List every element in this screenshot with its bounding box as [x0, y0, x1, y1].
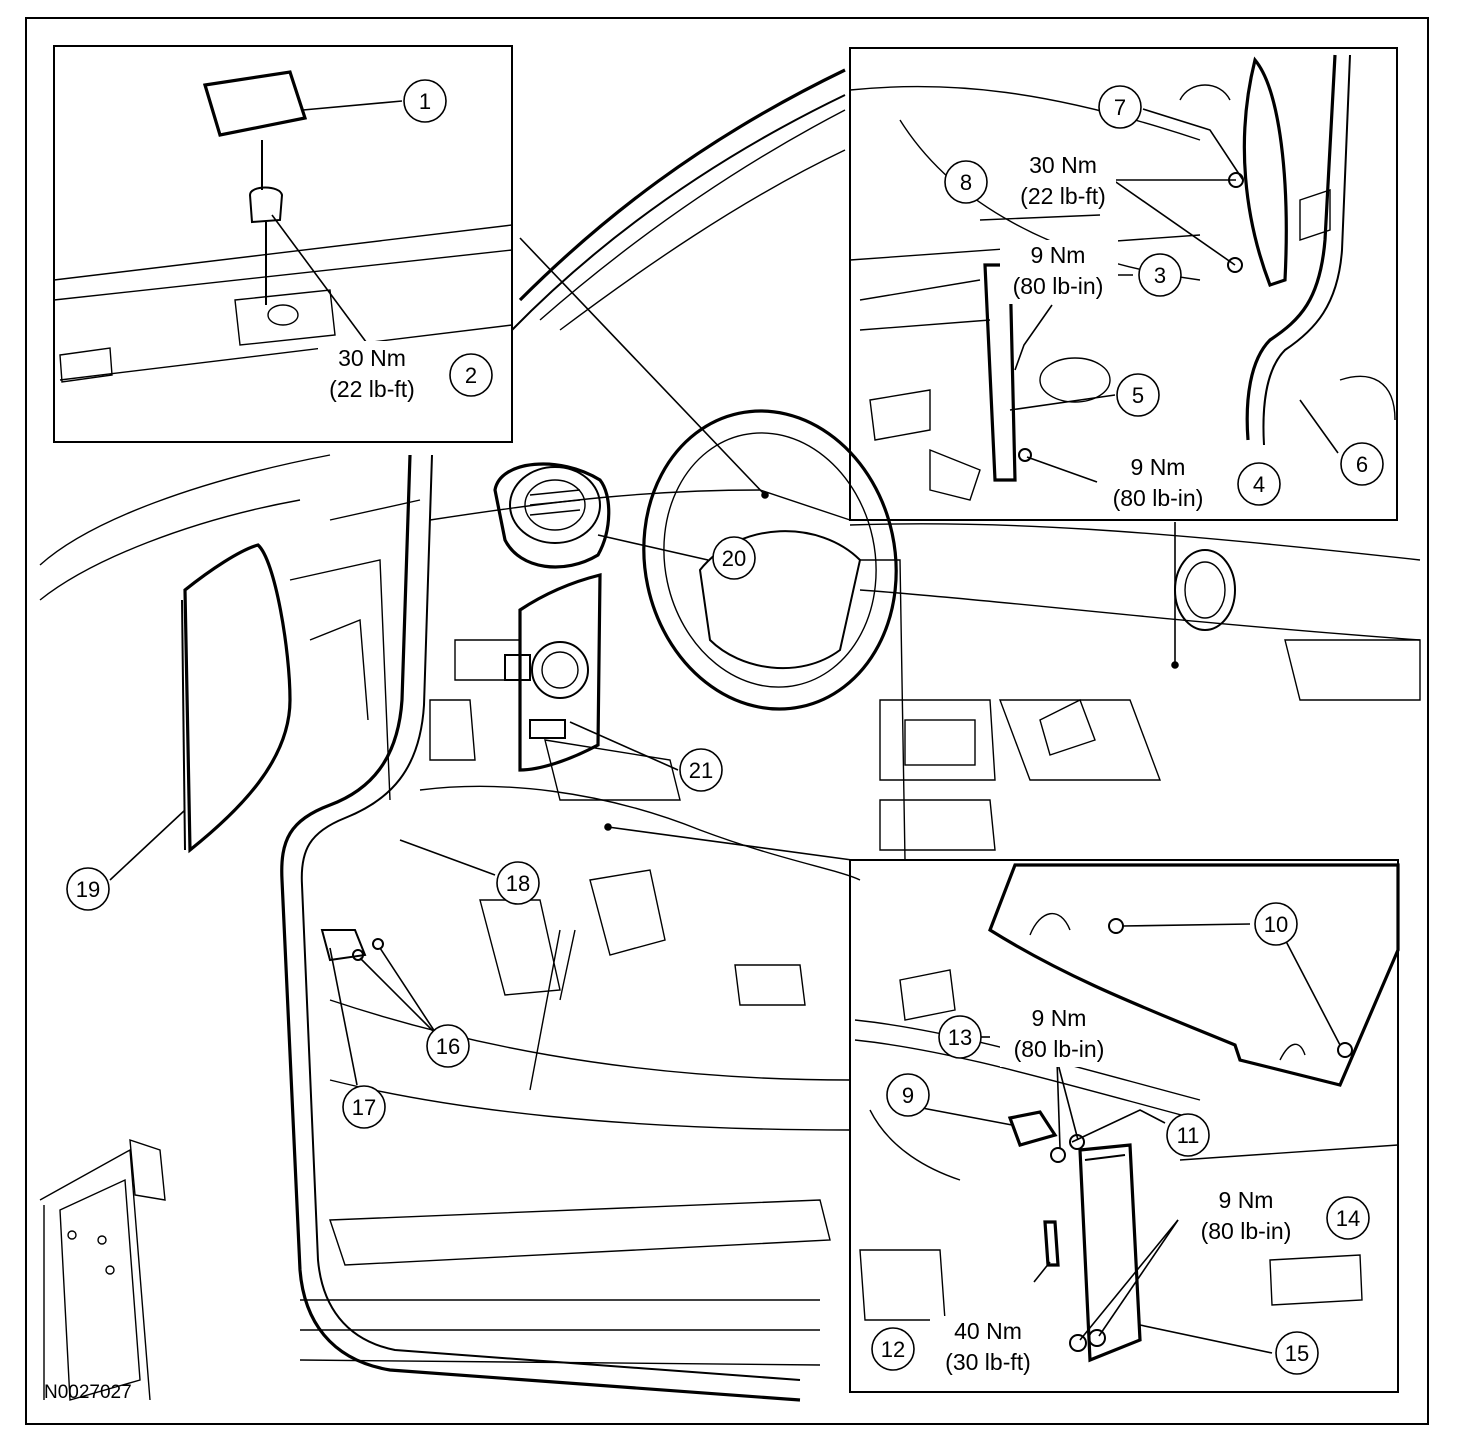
- callout-10: 10: [1254, 902, 1298, 946]
- callout-17: 17: [342, 1085, 386, 1129]
- inset-top-right: [849, 47, 1398, 521]
- svg-text:21: 21: [689, 758, 713, 783]
- part-7-trim: [1242, 56, 1288, 288]
- figure-id: N0027027: [44, 1382, 132, 1403]
- callout-7: 7: [1098, 85, 1142, 129]
- accelerator-pedal: [479, 899, 561, 996]
- svg-text:16: 16: [436, 1034, 460, 1059]
- svg-text:17: 17: [352, 1095, 376, 1120]
- svg-text:5: 5: [1132, 383, 1144, 408]
- svg-text:(80 lb-in): (80 lb-in): [1014, 1036, 1105, 1062]
- svg-text:11: 11: [1177, 1123, 1200, 1148]
- callout-20: 20: [712, 536, 756, 580]
- callout-12: 12: [871, 1327, 915, 1371]
- inset-top-left: [53, 45, 513, 443]
- svg-text:9: 9: [902, 1083, 914, 1108]
- svg-text:(30 lb-ft): (30 lb-ft): [945, 1349, 1031, 1375]
- part-11-glove-box: [988, 863, 1400, 1087]
- outer-border: [25, 17, 1429, 1425]
- svg-text:9 Nm: 9 Nm: [1219, 1187, 1274, 1213]
- svg-text:13: 13: [948, 1025, 972, 1050]
- inset-bottom-right: [849, 859, 1399, 1393]
- svg-text:(80 lb-in): (80 lb-in): [1113, 485, 1204, 511]
- callout-16: 16: [426, 1024, 470, 1068]
- torque-2: 30 Nm (22 lb-ft): [318, 341, 428, 407]
- svg-text:30 Nm: 30 Nm: [338, 345, 406, 371]
- torque-4: 9 Nm (80 lb-in): [1098, 452, 1216, 516]
- windshield-molding: [518, 68, 846, 302]
- svg-text:10: 10: [1264, 912, 1288, 937]
- svg-text:15: 15: [1285, 1341, 1309, 1366]
- leader-lines: [109, 100, 1341, 1354]
- kick-bracket: [320, 929, 367, 962]
- torque-specs: 30 Nm (22 lb-ft) 30 Nm (22 lb-ft) 9 Nm (…: [318, 150, 1304, 1380]
- inset-top-left-art: [53, 70, 513, 383]
- svg-text:14: 14: [1336, 1206, 1360, 1231]
- main-scene: [39, 68, 1421, 1402]
- callout-4: 4: [1237, 462, 1281, 506]
- svg-text:(80 lb-in): (80 lb-in): [1013, 273, 1104, 299]
- callout-11: 11: [1166, 1113, 1210, 1157]
- part-9-clip: [1007, 1110, 1058, 1147]
- part-20-driver-vent: [493, 462, 611, 569]
- brake-pedal: [589, 869, 666, 956]
- svg-text:(22 lb-ft): (22 lb-ft): [1020, 183, 1106, 209]
- inset-top-right-art: [849, 54, 1396, 501]
- callout-21: 21: [679, 748, 723, 792]
- callout-3: 3: [1138, 253, 1182, 297]
- part-12-bolt: [1043, 1220, 1060, 1267]
- steering-wheel: [642, 409, 898, 711]
- callout-1: 1: [403, 79, 447, 123]
- callouts: 1 2 3 4 5 6 7 8 9 10 11 12 13 14 15 16 1…: [66, 79, 1384, 1375]
- svg-text:9 Nm: 9 Nm: [1032, 1005, 1087, 1031]
- svg-text:7: 7: [1114, 95, 1126, 120]
- part-21-switch-panel: [504, 572, 602, 772]
- svg-text:6: 6: [1356, 452, 1368, 477]
- callout-5: 5: [1116, 373, 1160, 417]
- svg-text:2: 2: [465, 363, 477, 388]
- svg-text:19: 19: [76, 877, 100, 902]
- callout-14: 14: [1326, 1196, 1370, 1240]
- torque-13: 9 Nm (80 lb-in): [1000, 1003, 1118, 1067]
- callout-9: 9: [886, 1073, 930, 1117]
- callout-13: 13: [938, 1015, 982, 1059]
- svg-text:8: 8: [960, 170, 972, 195]
- svg-text:(22 lb-ft): (22 lb-ft): [329, 376, 415, 402]
- inset-bottom-right-art: [854, 863, 1400, 1363]
- svg-text:(80 lb-in): (80 lb-in): [1201, 1218, 1292, 1244]
- torque-3: 9 Nm (80 lb-in): [1000, 240, 1118, 304]
- svg-text:40 Nm: 40 Nm: [954, 1318, 1022, 1344]
- callout-8: 8: [944, 160, 988, 204]
- callout-18: 18: [496, 861, 540, 905]
- svg-text:1: 1: [419, 89, 431, 114]
- torque-14: 9 Nm (80 lb-in): [1186, 1185, 1304, 1249]
- callout-19: 19: [66, 867, 110, 911]
- torque-12: 40 Nm (30 lb-ft): [930, 1316, 1042, 1380]
- torque-8: 30 Nm (22 lb-ft): [1010, 150, 1116, 214]
- part-15-bracket: [1078, 1143, 1142, 1363]
- svg-text:9 Nm: 9 Nm: [1131, 454, 1186, 480]
- svg-text:30 Nm: 30 Nm: [1029, 152, 1097, 178]
- svg-text:12: 12: [881, 1337, 905, 1362]
- door-opening-seal: [280, 454, 801, 1402]
- part-2-bolt: [248, 186, 284, 224]
- callout-15: 15: [1275, 1331, 1319, 1375]
- svg-text:20: 20: [722, 546, 746, 571]
- part-1-cover: [202, 70, 308, 137]
- svg-text:18: 18: [506, 871, 530, 896]
- svg-text:4: 4: [1253, 472, 1265, 497]
- callout-2: 2: [449, 353, 493, 397]
- svg-text:3: 3: [1154, 263, 1166, 288]
- callout-6: 6: [1340, 442, 1384, 486]
- part-19-side-panel: [181, 543, 292, 854]
- part-6-seal: [1245, 54, 1337, 441]
- svg-text:9 Nm: 9 Nm: [1031, 242, 1086, 268]
